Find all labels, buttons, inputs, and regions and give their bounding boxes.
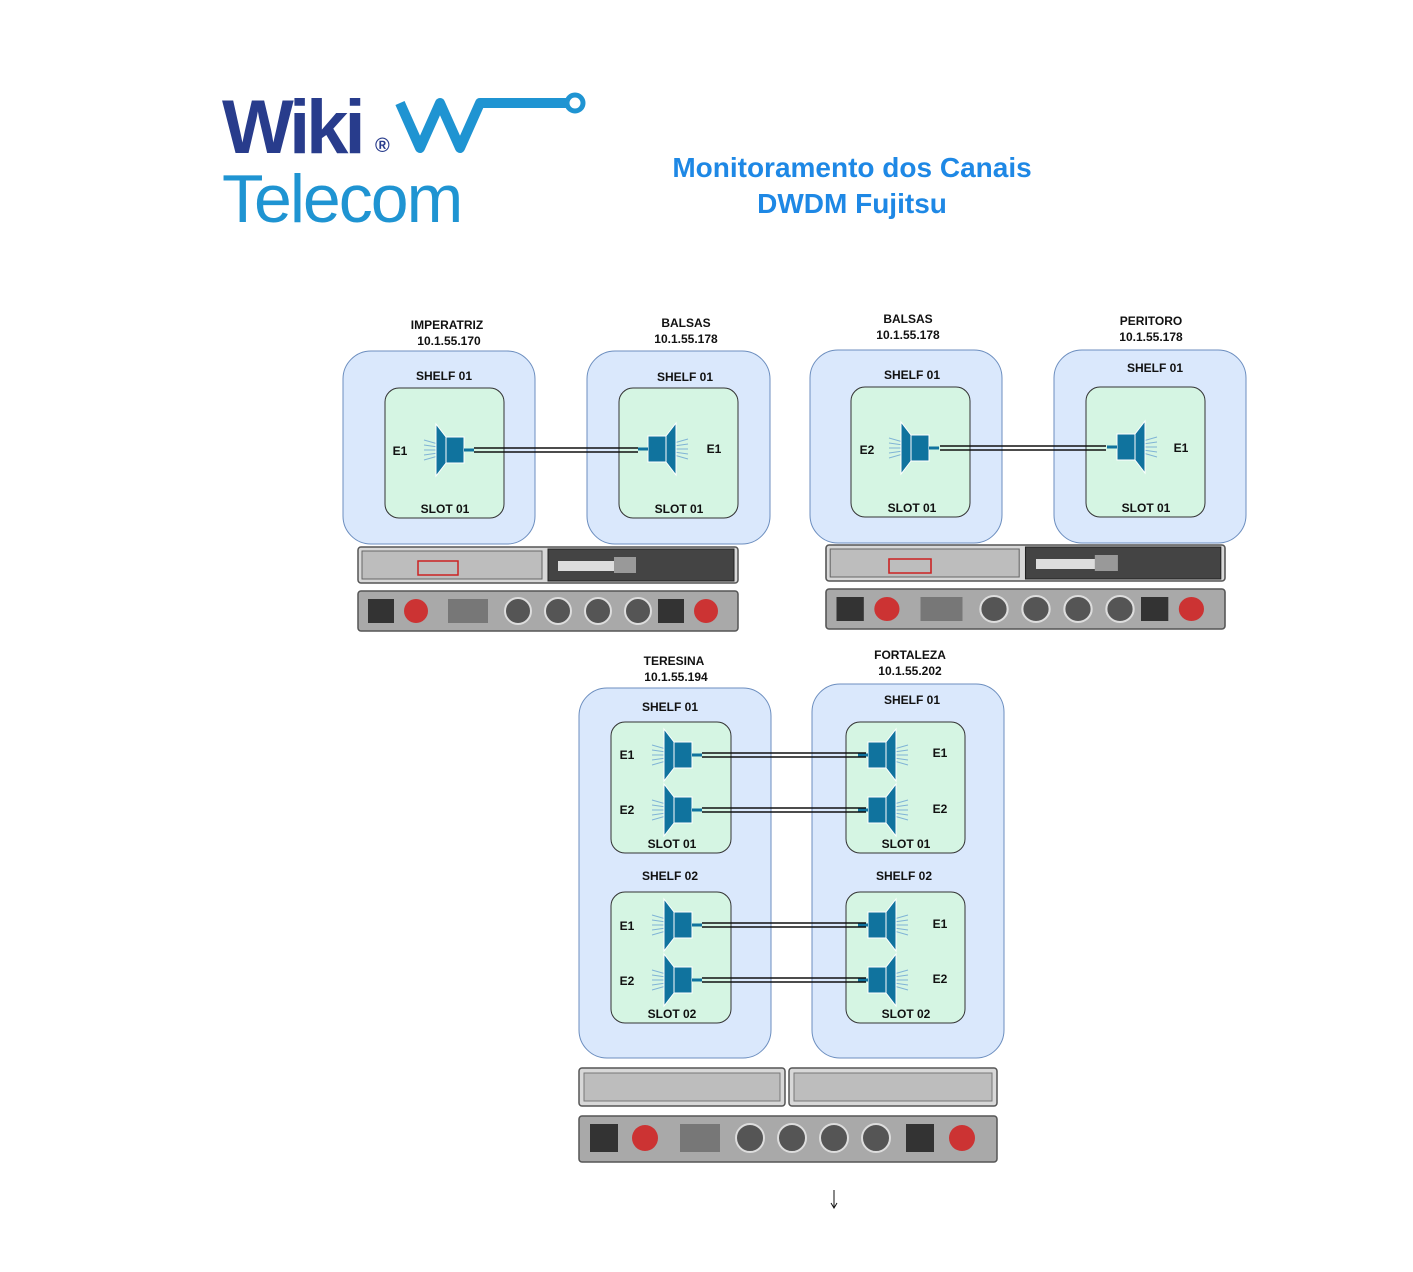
- fujitsu-chassis-image: [824, 543, 1227, 631]
- port-label: E1: [393, 444, 408, 458]
- slot-box: [845, 891, 966, 1024]
- slot-label: SLOT 02: [882, 1007, 931, 1021]
- link-teresina-fortaleza-s1-e2: [702, 807, 866, 813]
- fujitsu-chassis-image: [357, 546, 739, 632]
- shelf-label: SHELF 02: [642, 869, 698, 883]
- slot-label: SLOT 01: [655, 502, 704, 516]
- port-label: E2: [620, 974, 635, 988]
- port-label: E2: [933, 802, 948, 816]
- shelf-label: SHELF 01: [1127, 361, 1183, 375]
- page-title-line1: Monitoramento dos Canais: [672, 152, 1031, 183]
- shelf-label: SHELF 01: [642, 700, 698, 714]
- page-title-line2: DWDM Fujitsu: [757, 188, 947, 219]
- port-label: E1: [620, 919, 635, 933]
- port-label: E2: [620, 803, 635, 817]
- port-label: E1: [707, 442, 722, 456]
- site-name: IMPERATRIZ: [411, 318, 483, 332]
- link-balsas-peritoro: [940, 445, 1106, 451]
- port-label: E1: [1174, 441, 1189, 455]
- site-ip: 10.1.55.178: [654, 332, 718, 346]
- slot-label: SLOT 01: [888, 501, 937, 515]
- site-imperatriz: IMPERATRIZ 10.1.55.170 SHELF 01 SLOT 01 …: [342, 318, 536, 545]
- shelf-label: SHELF 01: [416, 369, 472, 383]
- slot-label: SLOT 01: [1122, 501, 1171, 515]
- fujitsu-chassis-image: [578, 1067, 998, 1163]
- port-label: E2: [933, 972, 948, 986]
- site-ip: 10.1.55.194: [644, 670, 708, 684]
- link-teresina-fortaleza-s2-e2: [702, 977, 866, 983]
- site-peritoro: PERITORO 10.1.55.178 SHELF 01 SLOT 01 E1: [1053, 314, 1247, 544]
- shelf-label: SHELF 01: [657, 370, 713, 384]
- port-label: E1: [620, 748, 635, 762]
- slot-label: SLOT 01: [882, 837, 931, 851]
- slot-label: SLOT 01: [421, 502, 470, 516]
- slot-label: SLOT 02: [648, 1007, 697, 1021]
- shelf-label: SHELF 02: [876, 869, 932, 883]
- brand-line1: Wiki: [222, 85, 362, 170]
- site-ip: 10.1.55.170: [417, 334, 481, 348]
- site-name: PERITORO: [1120, 314, 1182, 328]
- site-balsas-a: BALSAS 10.1.55.178 SHELF 01 SLOT 01 E1: [586, 316, 771, 545]
- brand-line2: Telecom: [222, 161, 461, 237]
- wiki-telecom-logo: Wiki ® Telecom: [222, 85, 586, 237]
- site-ip: 10.1.55.202: [878, 664, 942, 678]
- link-teresina-fortaleza-s2-e1: [702, 922, 866, 928]
- site-fortaleza: FORTALEZA 10.1.55.202 SHELF 01 SLOT 01 E…: [811, 648, 1005, 1059]
- shelf-label: SHELF 01: [884, 368, 940, 382]
- link-teresina-fortaleza-s1-e1: [702, 752, 866, 758]
- site-balsas-b: BALSAS 10.1.55.178 SHELF 01 SLOT 01 E2: [809, 312, 1003, 544]
- slot-label: SLOT 01: [648, 837, 697, 851]
- site-name: BALSAS: [883, 312, 932, 326]
- port-label: E1: [933, 746, 948, 760]
- shelf-label: SHELF 01: [884, 693, 940, 707]
- link-imperatriz-balsas: [474, 447, 638, 453]
- site-teresina: TERESINA 10.1.55.194 SHELF 01 SLOT 01 E1…: [578, 654, 772, 1059]
- port-label: E2: [860, 443, 875, 457]
- site-name: FORTALEZA: [874, 648, 946, 662]
- site-ip: 10.1.55.178: [876, 328, 940, 342]
- site-name: TERESINA: [644, 654, 705, 668]
- port-label: E1: [933, 917, 948, 931]
- brand-registered: ®: [375, 135, 390, 157]
- site-name: BALSAS: [661, 316, 710, 330]
- slot-box: [845, 721, 966, 854]
- brand-node-icon: [564, 92, 586, 114]
- down-arrow-icon: [830, 1190, 838, 1209]
- site-ip: 10.1.55.178: [1119, 330, 1183, 344]
- brand-w-wave-icon: [395, 98, 570, 153]
